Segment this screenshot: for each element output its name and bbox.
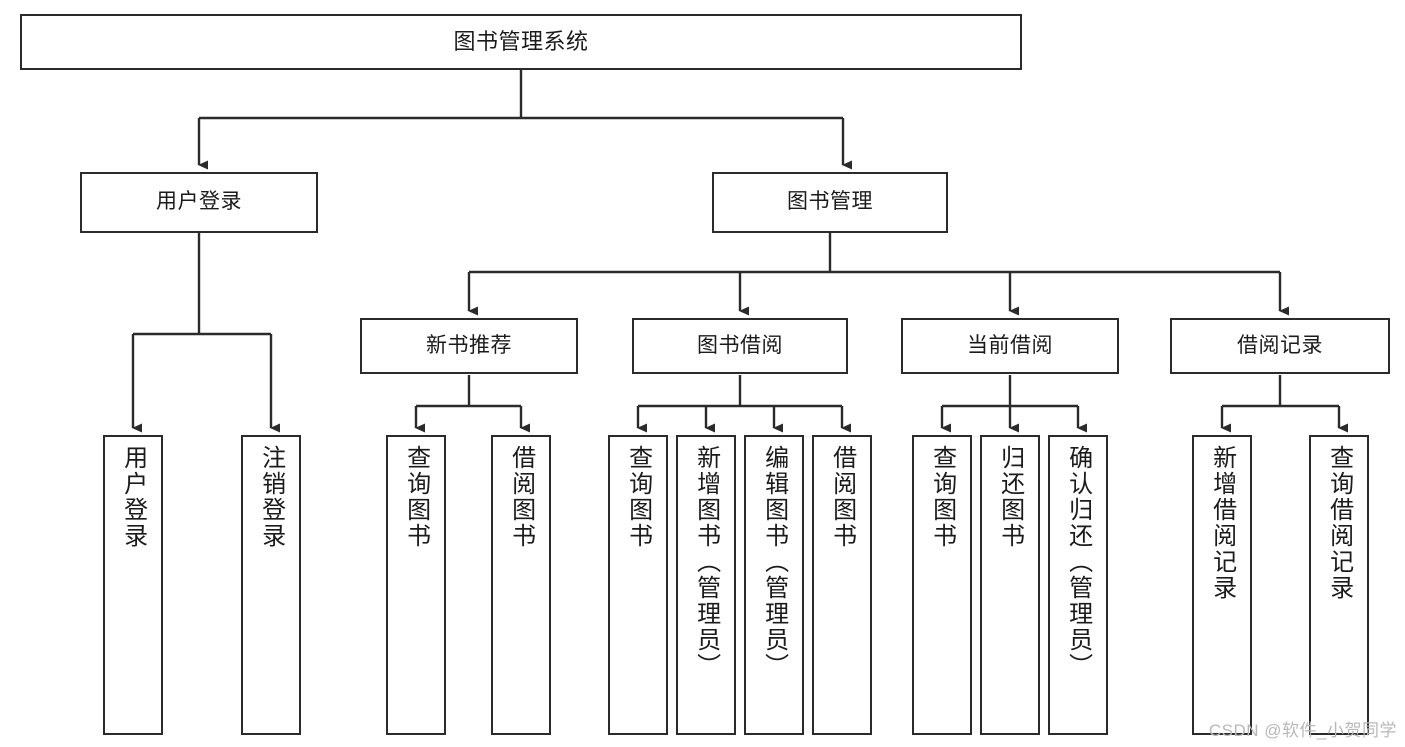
node-user-login[interactable]: 用户登录	[80, 172, 318, 233]
node-leaf-add-book-label: 新增图书（管理员）	[692, 445, 720, 679]
node-leaf-borrow-book-1-label: 借阅图书	[507, 445, 535, 549]
node-root-system[interactable]: 图书管理系统	[20, 14, 1022, 70]
node-leaf-return-book-label: 归还图书	[996, 445, 1024, 549]
node-leaf-borrow-book-2[interactable]: 借阅图书	[812, 435, 872, 735]
node-leaf-user-logout[interactable]: 注销登录	[241, 435, 301, 735]
node-leaf-user-login[interactable]: 用户登录	[103, 435, 163, 735]
node-leaf-query-book-2-label: 查询图书	[624, 445, 652, 549]
node-leaf-query-record-label: 查询借阅记录	[1325, 445, 1353, 601]
node-leaf-user-login-label: 用户登录	[119, 445, 147, 549]
node-leaf-borrow-book-2-label: 借阅图书	[828, 445, 856, 549]
node-book-borrow[interactable]: 图书借阅	[632, 318, 848, 374]
node-leaf-query-book-1-label: 查询图书	[402, 445, 430, 549]
node-leaf-return-book[interactable]: 归还图书	[980, 435, 1040, 735]
node-current-borrow[interactable]: 当前借阅	[901, 318, 1119, 374]
node-leaf-add-record-label: 新增借阅记录	[1208, 445, 1236, 601]
node-new-book-recommend-label: 新书推荐	[426, 333, 512, 357]
csdn-watermark: CSDN @软件_小贺同学	[1208, 721, 1397, 740]
node-leaf-user-logout-label: 注销登录	[257, 445, 285, 549]
node-user-login-label: 用户登录	[156, 190, 242, 214]
node-book-management-label: 图书管理	[787, 190, 873, 214]
node-leaf-query-record[interactable]: 查询借阅记录	[1309, 435, 1369, 735]
node-borrow-record[interactable]: 借阅记录	[1170, 318, 1390, 374]
node-leaf-add-record[interactable]: 新增借阅记录	[1192, 435, 1252, 735]
node-leaf-query-book-3[interactable]: 查询图书	[912, 435, 972, 735]
node-leaf-confirm-return[interactable]: 确认归还（管理员）	[1048, 435, 1108, 735]
node-leaf-query-book-3-label: 查询图书	[928, 445, 956, 549]
node-book-borrow-label: 图书借阅	[697, 333, 783, 357]
node-leaf-confirm-return-label: 确认归还（管理员）	[1064, 445, 1092, 679]
node-root-system-label: 图书管理系统	[453, 29, 589, 55]
node-leaf-edit-book[interactable]: 编辑图书（管理员）	[744, 435, 804, 735]
node-leaf-query-book-2[interactable]: 查询图书	[608, 435, 668, 735]
node-leaf-borrow-book-1[interactable]: 借阅图书	[491, 435, 551, 735]
node-current-borrow-label: 当前借阅	[967, 333, 1053, 357]
node-borrow-record-label: 借阅记录	[1237, 333, 1323, 357]
node-new-book-recommend[interactable]: 新书推荐	[360, 318, 578, 374]
node-leaf-add-book[interactable]: 新增图书（管理员）	[676, 435, 736, 735]
node-leaf-edit-book-label: 编辑图书（管理员）	[760, 445, 788, 679]
node-book-management[interactable]: 图书管理	[712, 172, 948, 233]
node-leaf-query-book-1[interactable]: 查询图书	[386, 435, 446, 735]
